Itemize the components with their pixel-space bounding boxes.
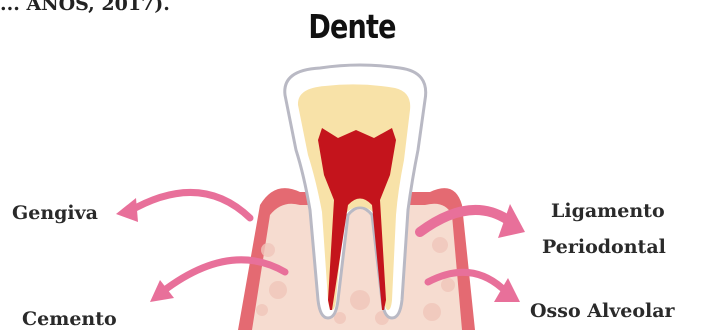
label-periodontal: Periodontal: [542, 236, 666, 258]
label-osso-alveolar: Osso Alveolar: [530, 300, 675, 322]
label-cemento: Cemento: [22, 308, 117, 330]
arrow-gengiva: [128, 192, 250, 218]
label-ligamento: Ligamento: [551, 200, 665, 222]
arrow-gengiva-head: [116, 198, 138, 222]
label-gengiva: Gengiva: [12, 202, 98, 224]
